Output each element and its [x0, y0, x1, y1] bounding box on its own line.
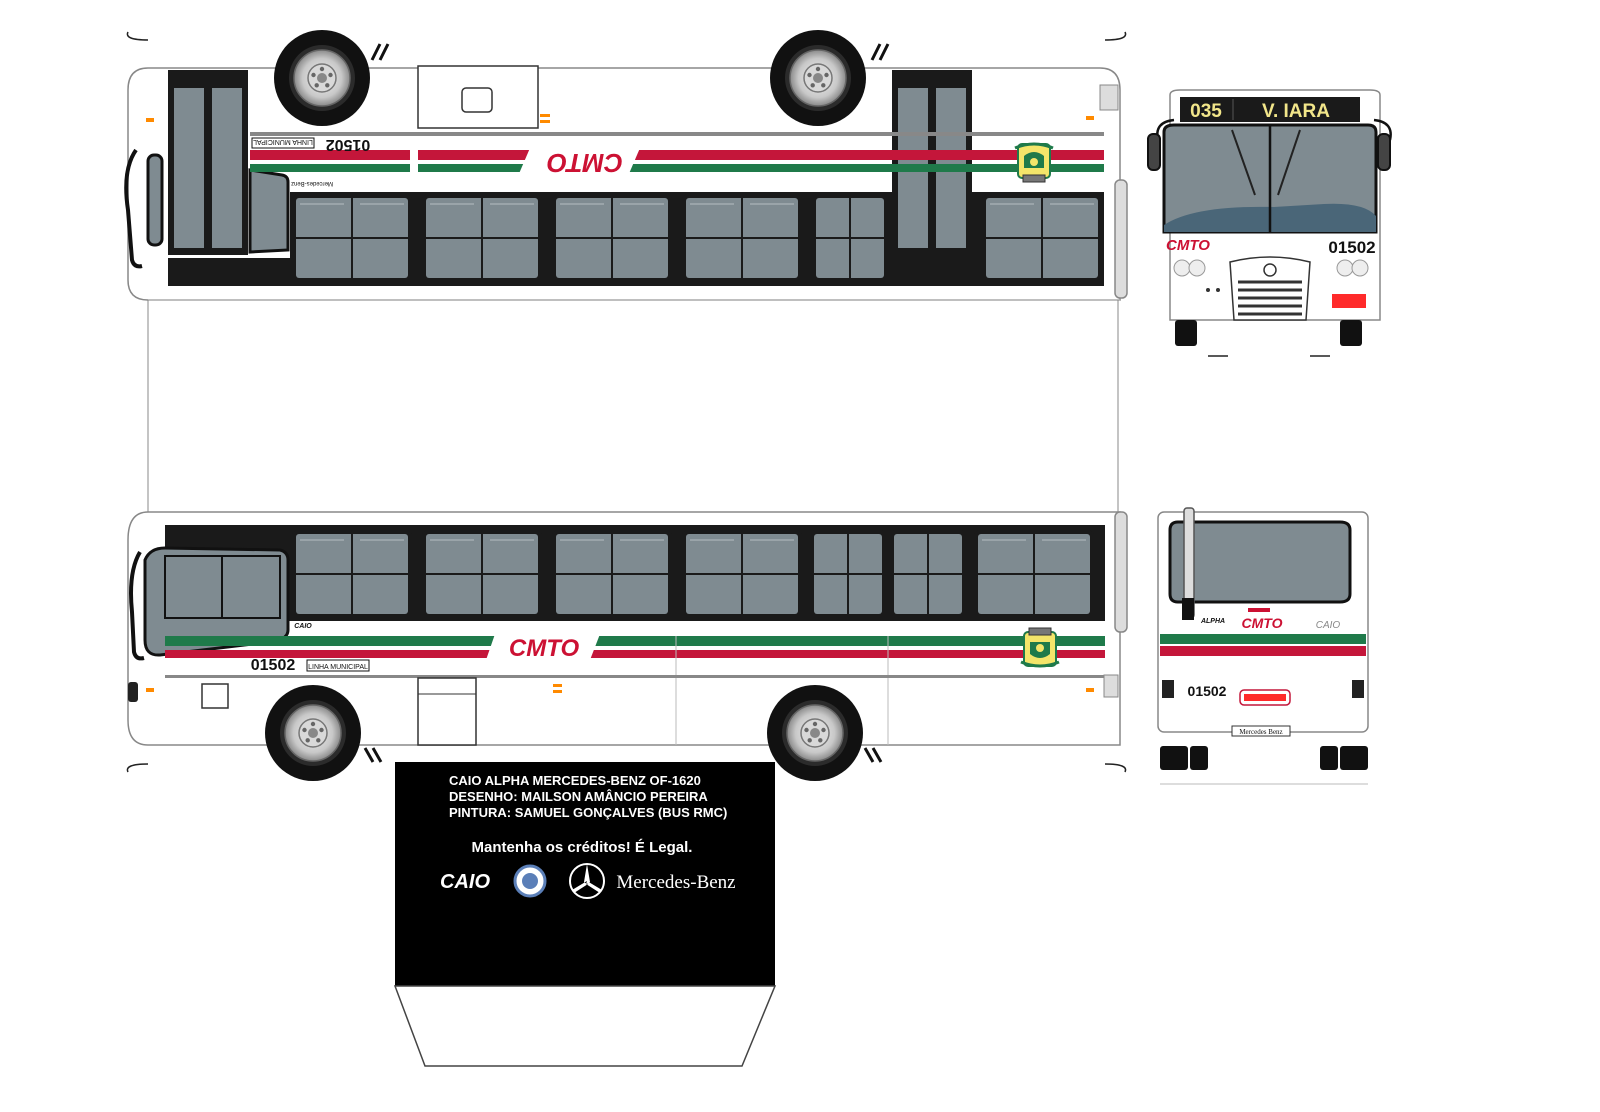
front-plate [1332, 294, 1366, 308]
coat-of-arms-icon [1019, 626, 1061, 668]
route-number: 035 [1190, 101, 1222, 122]
credits-line-2: DESENHO: MAILSON AMÂNCIO PEREIRA [449, 789, 708, 804]
credits-line-1: CAIO ALPHA MERCEDES-BENZ OF-1620 [449, 773, 701, 788]
line-label-bottom: LINHA MUNICIPAL [308, 664, 368, 671]
wheel-icon [769, 29, 867, 127]
wheel-icon [264, 684, 362, 782]
caio-mb-badge-bottom: CAIO [294, 623, 312, 630]
rear-chassis-badge: Mercedes Benz [1239, 728, 1282, 736]
wheel-icon [273, 29, 371, 127]
front-view: 035 V. IARA CMTO 01502 [1147, 89, 1392, 357]
credits-panel: CAIO ALPHA MERCEDES-BENZ OF-1620 DESENHO… [393, 762, 777, 1067]
caio-logo: CAIO [440, 871, 490, 893]
mercedes-star-icon [569, 863, 605, 899]
rear-caio-badge: CAIO [1316, 620, 1341, 631]
caio-mb-badge-top: Mercedes-Benz [291, 180, 333, 186]
operator-logo-bottom: CMTO [509, 635, 580, 662]
coat-of-arms-icon [1013, 142, 1055, 184]
destination-sign [1180, 97, 1360, 122]
credits-notice: Mantenha os créditos! É Legal. [472, 839, 693, 856]
line-label-top: LINHA MUNICIPAL [253, 138, 313, 145]
fuel-cap [201, 683, 229, 709]
side-view-top: CMTO 01502 LINHA MUNICIPAL Mercedes-Benz [124, 29, 1128, 301]
side-mirror-icon [129, 550, 145, 661]
credits-line-3: PINTURA: SAMUEL GONÇALVES (BUS RMC) [449, 805, 727, 820]
fleet-number-top: 01502 [326, 136, 371, 153]
destination-text: V. IARA [1262, 101, 1330, 122]
roof-panel [147, 300, 1119, 512]
side-mirror-icon [124, 148, 143, 269]
front-operator-logo: CMTO [1166, 237, 1210, 254]
mercedes-logo-text: Mercedes-Benz [616, 872, 735, 893]
rear-operator-logo: CMTO [1242, 615, 1283, 631]
glue-tab [393, 985, 777, 1067]
side-view-bottom: CMTO 01502 LINHA MUNICIPAL CAIO [126, 511, 1128, 782]
fleet-number-bottom: 01502 [251, 657, 296, 674]
rear-window [1168, 520, 1352, 604]
rear-fleet-number: 01502 [1188, 683, 1227, 699]
front-fleet-number: 01502 [1328, 238, 1375, 257]
rear-view: ALPHA CMTO CAIO 01502 Mercedes Benz [1157, 507, 1369, 785]
mercedes-star-icon [1263, 263, 1277, 277]
operator-logo-top: CMTO [547, 148, 623, 178]
wheel-icon [766, 684, 864, 782]
rear-model-badge: ALPHA [1200, 618, 1225, 625]
